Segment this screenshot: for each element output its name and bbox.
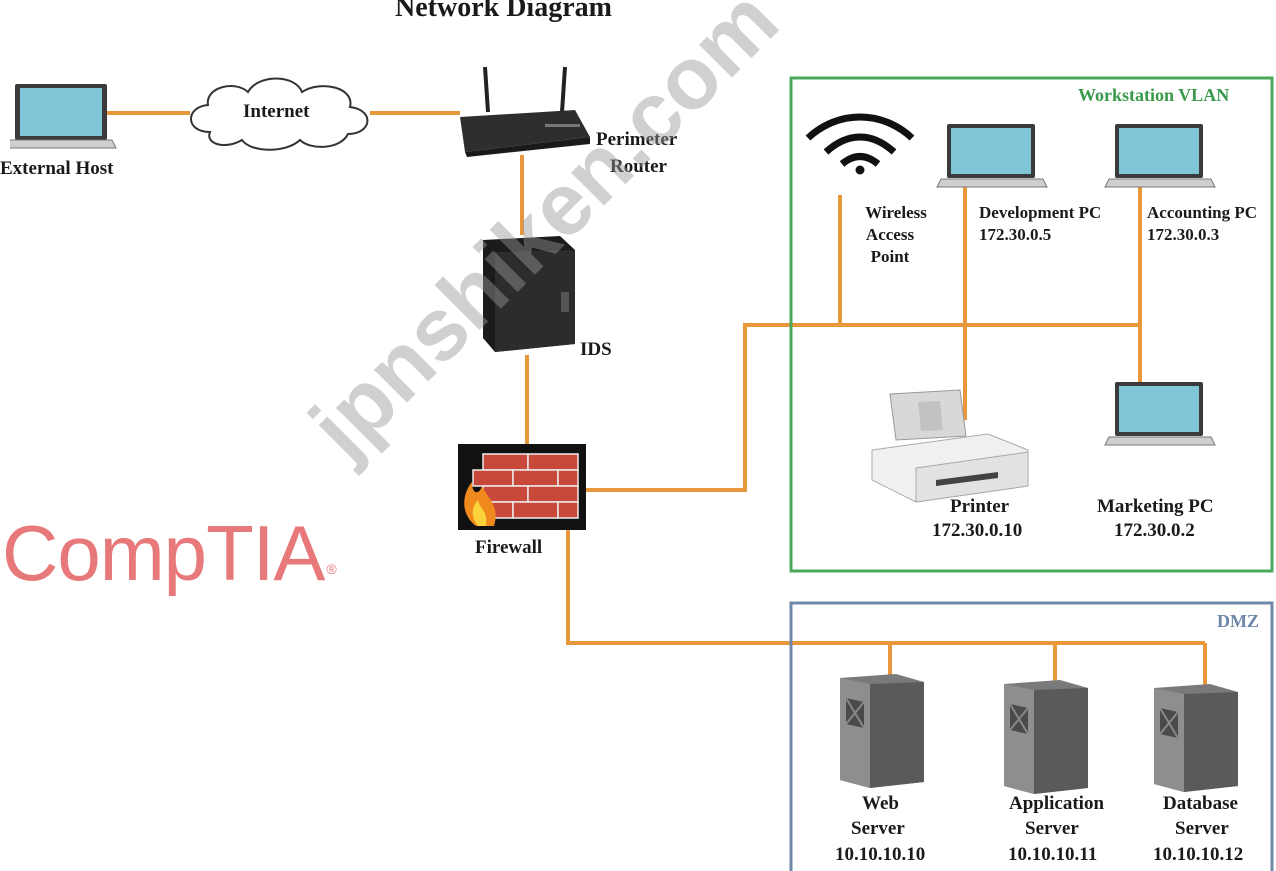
server-icon [1004, 680, 1088, 794]
mkt-pc-ip: 172.30.0.2 [1114, 520, 1195, 541]
wap-label-line3: Point [870, 247, 910, 266]
link-firewall-vlan [585, 323, 1140, 492]
laptop-icon [1104, 124, 1216, 188]
app-server-label-line2: Server [1025, 818, 1079, 839]
router-label-line1: Perimeter [596, 129, 678, 150]
acct-pc-ip: 172.30.0.3 [1147, 225, 1220, 244]
ids-label: IDS [580, 339, 612, 360]
server-tower-icon [483, 236, 575, 352]
laptop-icon [1104, 382, 1216, 446]
registered-mark: ® [326, 561, 336, 577]
app-server-label-line1: Application [1009, 793, 1105, 814]
mkt-pc-label: Marketing PC [1097, 496, 1214, 517]
external-host-label: External Host [0, 158, 114, 179]
link-firewall-dmz [566, 530, 1205, 645]
firewall-label: Firewall [475, 537, 543, 558]
dmz-title: DMZ [1217, 611, 1259, 631]
printer-ip: 172.30.0.10 [932, 520, 1023, 541]
wifi-icon [805, 113, 915, 175]
db-server-label-line1: Database [1163, 793, 1238, 814]
server-icon [840, 674, 924, 788]
wap-label-line2: Access [865, 225, 915, 244]
db-server-ip: 10.10.10.12 [1153, 844, 1244, 865]
internet-label: Internet [243, 101, 310, 122]
web-server-label-line1: Web [862, 793, 899, 814]
laptop-icon [936, 124, 1048, 188]
app-server-ip: 10.10.10.11 [1008, 844, 1098, 865]
dmz-zone [789, 601, 1274, 871]
network-links [100, 111, 1207, 688]
firewall-icon [458, 444, 586, 530]
comptia-logo: CompTIA® [2, 508, 337, 599]
cloud-icon [190, 77, 369, 151]
diagram-title: Network Diagram [395, 0, 612, 23]
acct-pc-label: Accounting PC [1147, 203, 1258, 222]
dev-pc-label: Development PC [979, 203, 1102, 222]
printer-icon [871, 389, 1029, 503]
web-server-label-line2: Server [851, 818, 905, 839]
web-server-ip: 10.10.10.10 [835, 844, 926, 865]
router-icon [460, 66, 590, 157]
laptop-icon [10, 84, 117, 149]
printer-label: Printer [950, 496, 1010, 517]
workstation-vlan-zone [789, 76, 1274, 573]
db-server-label-line2: Server [1175, 818, 1229, 839]
dev-pc-ip: 172.30.0.5 [979, 225, 1052, 244]
server-icon [1154, 684, 1238, 792]
router-label-line2: Router [610, 156, 667, 177]
wap-label-line1: Wireless [865, 203, 927, 222]
brand-name: CompTIA [2, 509, 325, 597]
workstation-vlan-title: Workstation VLAN [1078, 85, 1230, 105]
